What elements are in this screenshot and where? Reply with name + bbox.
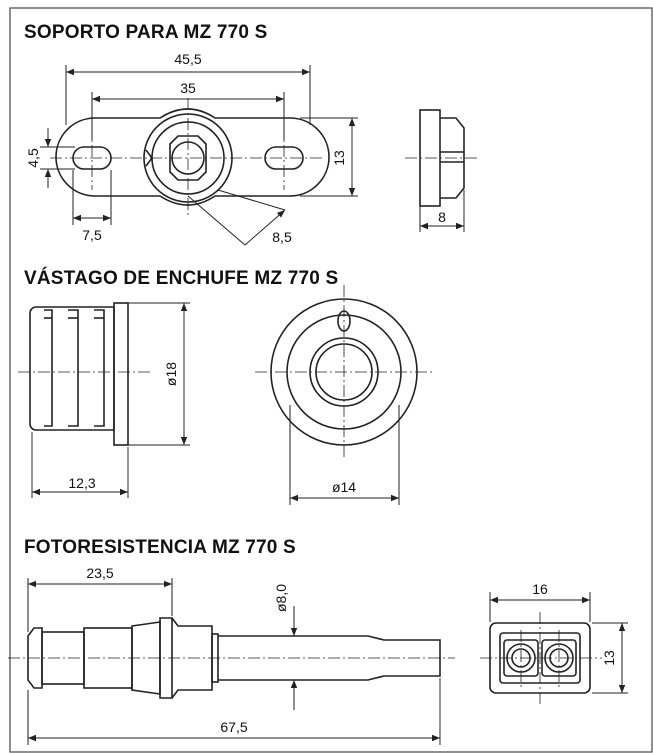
dim-dia-18: ø18: [163, 362, 179, 386]
dim-8: 8: [438, 209, 446, 225]
fotoresistencia-dimensions: [27, 578, 441, 745]
dim-4-5: 4,5: [25, 148, 41, 168]
section-title-fotoresistencia: FOTORESISTENCIA MZ 770 S: [24, 537, 296, 558]
soporte-side-dimension: [419, 190, 465, 232]
dim-12-3: 12,3: [68, 475, 95, 491]
vastago-front-dimension: [289, 405, 400, 505]
dim-8-5: 8,5: [272, 229, 292, 245]
dim-45-5: 45,5: [174, 51, 201, 67]
dim-67-5: 67,5: [220, 719, 247, 735]
dim-13-bracket: 13: [331, 150, 347, 166]
dim-7-5: 7,5: [82, 227, 102, 243]
sheet-frame: [9, 7, 653, 753]
vastago-side-view: [29, 302, 129, 446]
vastago-front-centerlines: [255, 285, 432, 460]
dim-35: 35: [180, 80, 196, 96]
fotoresistencia-end-dimensions: [489, 592, 628, 694]
soporte-dimension-lines: [40, 65, 358, 246]
soporte-front-view: [55, 108, 330, 206]
dim-23-5: 23,5: [86, 565, 113, 581]
dim-dia-14: ø14: [332, 479, 356, 495]
dim-dia-8-0: ø8,0: [273, 584, 289, 612]
dim-13-end: 13: [601, 650, 617, 666]
section-title-soporte: SOPORTO PARA MZ 770 S: [24, 22, 268, 43]
section-title-vastago: VÁSTAGO DE ENCHUFE MZ 770 S: [24, 268, 339, 289]
vastago-side-dimensions: [31, 302, 190, 498]
fotoresistencia-end-centerlines: [480, 612, 602, 705]
dim-16: 16: [532, 581, 548, 597]
